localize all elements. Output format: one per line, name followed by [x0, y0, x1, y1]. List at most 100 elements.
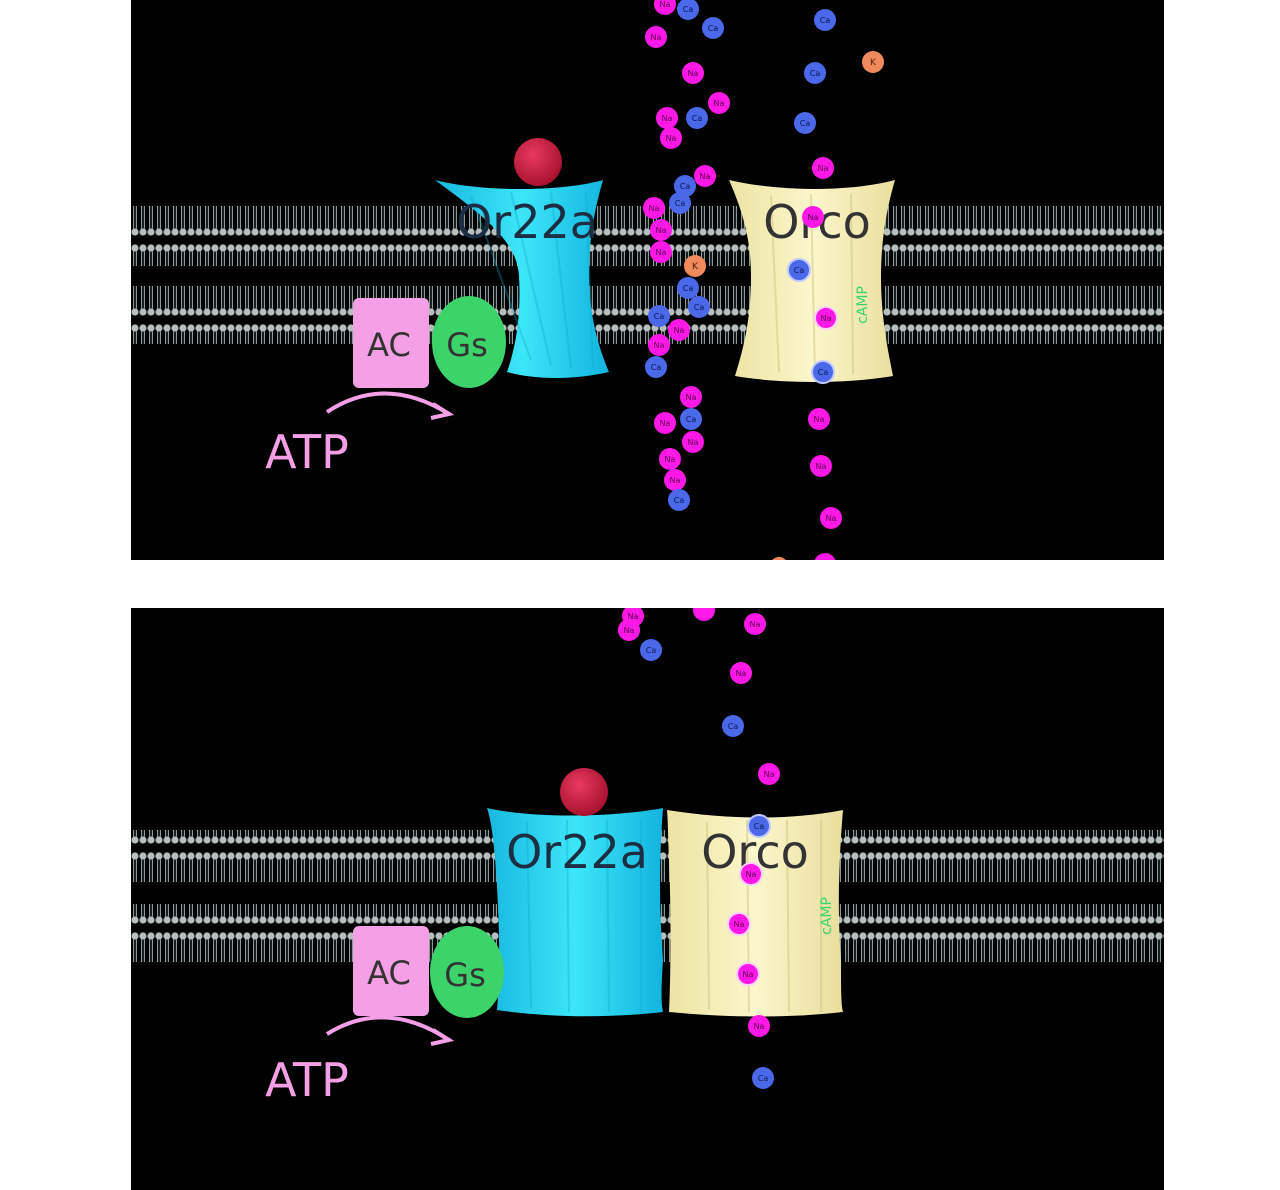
ion-label: Ca — [675, 199, 686, 208]
ion-label: Ca — [794, 266, 805, 275]
ion-label: K — [692, 262, 699, 272]
ion-label: Na — [754, 1022, 765, 1031]
ion-label: Na — [670, 476, 681, 485]
ion-label: Ca — [810, 69, 821, 78]
sodium-ion: Na — [680, 386, 702, 408]
ion-label: Ca — [683, 5, 694, 14]
ion-label: Na — [674, 326, 685, 335]
calcium-ion: Ca — [814, 9, 836, 31]
ion-label: Ca — [694, 303, 705, 312]
adenylyl-cyclase — [353, 926, 429, 1016]
enzyme-label: AC — [367, 954, 411, 992]
sodium-ion: Na — [654, 412, 676, 434]
ion-label: Na — [624, 626, 635, 635]
potassium-ion: K — [684, 255, 706, 277]
sodium-ion: Na — [682, 431, 704, 453]
sodium-ion: Na — [643, 197, 665, 219]
potassium-ion: K — [862, 51, 884, 73]
calcium-ion: Ca — [668, 489, 690, 511]
ion-label: Na — [656, 226, 667, 235]
sodium-ion: Na — [739, 862, 763, 886]
calcium-ion: Ca — [688, 296, 710, 318]
calcium-ion: Ca — [680, 408, 702, 430]
ion-label: Na — [764, 770, 775, 779]
ion-label: Na — [808, 213, 819, 222]
ion-label: Na — [816, 462, 827, 471]
gprotein-label: Gs — [446, 326, 487, 364]
calcium-ion: Ca — [811, 360, 835, 384]
calcium-ion: Ca — [677, 277, 699, 299]
ion-label: Na — [746, 870, 757, 879]
calcium-ion: Ca — [669, 192, 691, 214]
sodium-ion: Na — [656, 107, 678, 129]
ion-label: Na — [660, 0, 671, 9]
calcium-ion: Ca — [787, 258, 811, 282]
calcium-ion: Ca — [804, 62, 826, 84]
ion-label: Na — [736, 669, 747, 678]
panel-coupled-channels: Or22a Orco cAMP AC Gs ATP Na Na Na Ca Na… — [131, 608, 1164, 1190]
calcium-ion: Ca — [677, 0, 699, 20]
sodium-ion: Na — [812, 157, 834, 179]
sodium-ion: Na — [648, 334, 670, 356]
sodium-ion: Na — [660, 127, 682, 149]
orco-channel — [729, 180, 895, 382]
sodium-ion: Na — [758, 763, 780, 785]
sodium-ion: Na — [650, 241, 672, 263]
atp-label: ATP — [265, 425, 349, 479]
calcium-ion: Ca — [722, 715, 744, 737]
atp-conversion-arrow — [325, 1015, 451, 1042]
sodium-ion: Na — [744, 613, 766, 635]
sodium-ion: Na — [736, 962, 760, 986]
calcium-ion: Ca — [747, 814, 771, 838]
sodium-ion: Na — [727, 912, 751, 936]
atp-label: ATP — [265, 1053, 349, 1107]
odorant-molecule — [560, 768, 608, 816]
sodium-ion: Na — [708, 92, 730, 114]
ion-label: Na — [750, 620, 761, 629]
ion-label: Na — [654, 341, 665, 350]
sodium-ion: Na — [748, 1015, 770, 1037]
ion-label: Na — [818, 164, 829, 173]
calcium-ion: Ca — [648, 305, 670, 327]
enzyme-label: AC — [367, 326, 411, 364]
sodium-ion: Na — [618, 619, 640, 641]
ion-label: Ca — [680, 182, 691, 191]
sodium-ion: Na — [802, 206, 824, 228]
gs-protein — [432, 296, 506, 388]
diagram-bottom: Or22a Orco cAMP AC Gs ATP Na Na Na Ca Na… — [131, 608, 1164, 1107]
sodium-ion: Na — [730, 662, 752, 684]
ion-label: Na — [656, 248, 667, 257]
ion-label: Na — [700, 172, 711, 181]
sodium-ion: Na — [820, 507, 842, 529]
lipid-bilayer-lower — [131, 276, 1164, 344]
ion-label: Ca — [754, 822, 765, 831]
ion-stream-top: Na Ca Ca Na Na Na Na Ca Na Na Ca Ca Na N… — [643, 0, 884, 560]
receptor-label: Or22a — [506, 825, 648, 879]
calcium-ion: Ca — [645, 356, 667, 378]
sodium-ion: Na — [664, 469, 686, 491]
ion-label: Na — [743, 970, 754, 979]
sodium-ion — [693, 608, 715, 621]
receptor-label: Or22a — [456, 195, 598, 249]
ion-label: Na — [688, 438, 699, 447]
sodium-ion: Na — [659, 448, 681, 470]
camp-label: cAMP — [819, 897, 835, 935]
ion-label: Ca — [654, 312, 665, 321]
ion-label: Ca — [758, 1074, 769, 1083]
adenylyl-cyclase — [353, 298, 429, 388]
or22a-receptor — [487, 808, 663, 1017]
ion-label: Ca — [686, 415, 697, 424]
ion-label: Na — [662, 114, 673, 123]
ion-label: Ca — [674, 496, 685, 505]
sodium-ion: Na — [650, 219, 672, 241]
sodium-ion: Na — [694, 165, 716, 187]
potassium-ion — [772, 557, 786, 560]
calcium-ion: Ca — [794, 112, 816, 134]
ion-label: Na — [826, 514, 837, 523]
diagram-top: Or22a AC Gs ATP Orco cAMP Na Ca Ca Na Na… — [131, 0, 1164, 560]
calcium-ion: Ca — [702, 17, 724, 39]
ion-label: Ca — [818, 368, 829, 377]
ion-label: Na — [734, 920, 745, 929]
ion-label: Na — [814, 415, 825, 424]
ion-label: Na — [714, 99, 725, 108]
